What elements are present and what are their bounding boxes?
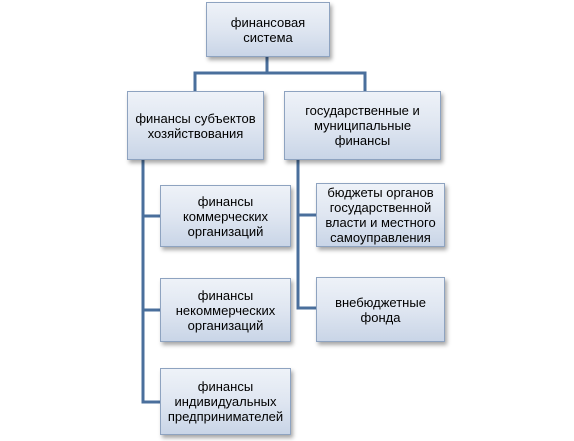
node-extrabudgetary-funds: внебюджетные фонда [316, 277, 445, 342]
node-noncommercial-organizations-label: финансы некоммерческих организаций [175, 287, 276, 333]
node-noncommercial-organizations: финансы некоммерческих организаций [160, 278, 291, 342]
node-commercial-organizations-label: финансы коммерческих организаций [182, 193, 269, 239]
node-government-budgets: бюджеты органов государственной власти и… [316, 183, 445, 247]
node-branch-business-finance-label: финансы субъектов хозяйствования [135, 110, 256, 141]
node-branch-business-finance: финансы субъектов хозяйствования [127, 91, 264, 160]
node-branch-public-finance: государственные и муниципальные финансы [284, 91, 441, 160]
node-individual-entrepreneurs-label: финансы индивидуальных предпринимателей [167, 379, 284, 424]
node-individual-entrepreneurs: финансы индивидуальных предпринимателей [160, 368, 291, 435]
node-root-label: финансовая система [230, 14, 306, 45]
node-government-budgets-label: бюджеты органов государственной власти и… [325, 185, 436, 245]
node-extrabudgetary-funds-label: внебюджетные фонда [335, 294, 426, 325]
node-root: финансовая система [206, 2, 330, 57]
node-commercial-organizations: финансы коммерческих организаций [160, 185, 291, 247]
node-branch-public-finance-label: государственные и муниципальные финансы [305, 103, 420, 148]
